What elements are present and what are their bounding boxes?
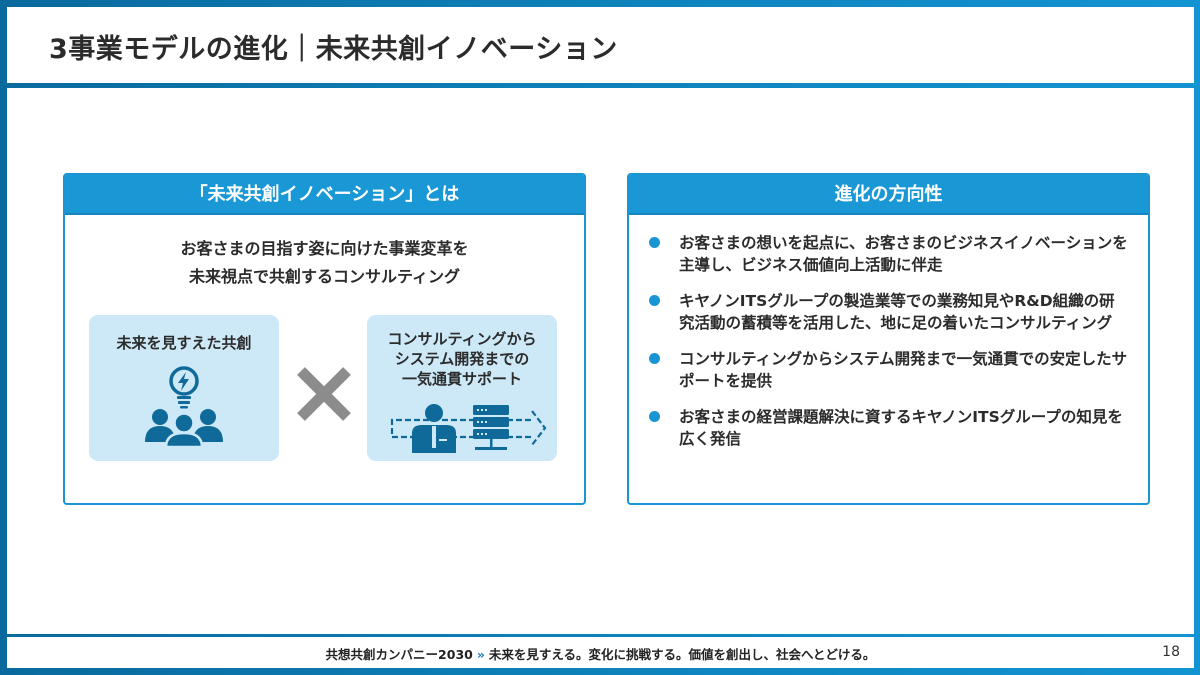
- multiply-icon: [293, 363, 355, 425]
- list-item: コンサルティングからシステム開発まで一気通貫での安定したサポートを提供: [649, 348, 1128, 392]
- footer-slogan: 未来を見すえる。変化に挑戦する。価値を創出し、社会へとどける。: [488, 647, 876, 662]
- direction-list: お客さまの想いを起点に、お客さまのビジネスイノベーションを主導し、ビジネス価値向…: [629, 215, 1148, 450]
- lead-line: お客さまの目指す姿に向けた事業変革を: [180, 239, 469, 258]
- page-number: 18: [1162, 644, 1180, 660]
- tile-label-line: 一気通貫サポート: [401, 370, 522, 388]
- footer-slogan-line: 共想共創カンパニー2030»未来を見すえる。変化に挑戦する。価値を創出し、社会へ…: [7, 644, 1194, 663]
- tile-label: 未来を見すえた共創: [116, 334, 252, 352]
- bullet-icon: [649, 411, 660, 422]
- direction-card: 進化の方向性 お客さまの想いを起点に、お客さまのビジネスイノベーションを主導し、…: [627, 173, 1150, 505]
- tile-end-to-end-support: コンサルティングから システム開発までの 一気通貫サポート: [367, 315, 557, 461]
- list-item-text: コンサルティングからシステム開発まで一気通貫での安定したサポートを提供: [679, 350, 1128, 390]
- bullet-icon: [649, 237, 660, 248]
- definition-lead: お客さまの目指す姿に向けた事業変革を 未来視点で共創するコンサルティング: [65, 235, 584, 291]
- list-item-text: お客さまの経営課題解決に資するキヤノンITSグループの知見を広く発信: [679, 408, 1123, 448]
- page-title: 3事業モデルの進化｜未来共創イノベーション: [49, 34, 618, 65]
- lead-line: 未来視点で共創するコンサルティング: [188, 267, 461, 286]
- footer-brand: 共想共創カンパニー2030: [325, 647, 473, 662]
- people-lightbulb-icon: [89, 363, 279, 451]
- consultant-server-flow-icon: [367, 399, 557, 457]
- tile-label: コンサルティングから システム開発までの 一気通貫サポート: [367, 329, 557, 389]
- list-item: お客さまの想いを起点に、お客さまのビジネスイノベーションを主導し、ビジネス価値向…: [649, 232, 1128, 276]
- list-item: キヤノンITSグループの製造業等での業務知見やR&D組織の研究活動の蓄積等を活用…: [649, 290, 1128, 334]
- list-item-text: お客さまの想いを起点に、お客さまのビジネスイノベーションを主導し、ビジネス価値向…: [679, 234, 1128, 274]
- slide-content: 「未来共創イノベーション」とは お客さまの目指す姿に向けた事業変革を 未来視点で…: [7, 88, 1194, 634]
- tile-future-cocreation: 未来を見すえた共創: [89, 315, 279, 461]
- bullet-icon: [649, 353, 660, 364]
- definition-card: 「未来共創イノベーション」とは お客さまの目指す姿に向けた事業変革を 未来視点で…: [63, 173, 586, 505]
- bullet-icon: [649, 295, 660, 306]
- list-item: お客さまの経営課題解決に資するキヤノンITSグループの知見を広く発信: [649, 406, 1128, 450]
- double-chevron-icon: »: [476, 647, 485, 662]
- definition-card-heading: 「未来共創イノベーション」とは: [65, 175, 584, 215]
- list-item-text: キヤノンITSグループの製造業等での業務知見やR&D組織の研究活動の蓄積等を活用…: [679, 292, 1115, 332]
- tile-label-line: コンサルティングから: [387, 330, 537, 348]
- title-bar: 3事業モデルの進化｜未来共創イノベーション: [7, 7, 1194, 83]
- direction-card-heading: 進化の方向性: [629, 175, 1148, 215]
- footer: 共想共創カンパニー2030»未来を見すえる。変化に挑戦する。価値を創出し、社会へ…: [7, 637, 1194, 668]
- tile-label-line: システム開発までの: [394, 350, 530, 368]
